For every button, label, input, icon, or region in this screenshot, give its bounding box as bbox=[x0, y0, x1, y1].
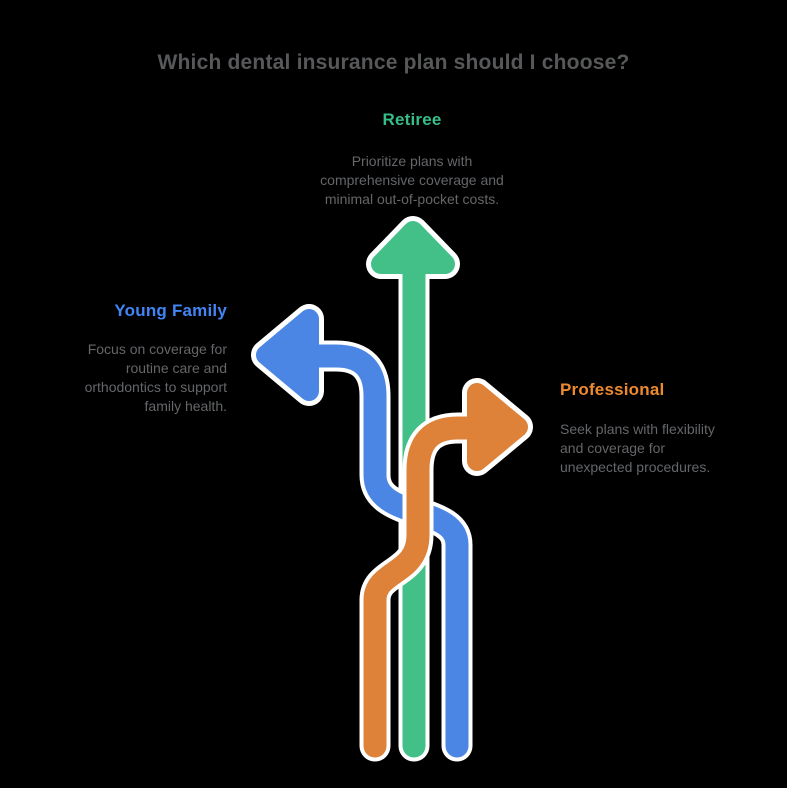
young-family-arrowhead-icon bbox=[256, 309, 319, 401]
retiree-arrowhead-icon bbox=[371, 221, 455, 274]
young-family-arrow-shaft bbox=[300, 344, 469, 758]
retiree-label: Retiree bbox=[382, 110, 442, 129]
page-title: Which dental insurance plan should I cho… bbox=[157, 51, 630, 74]
retiree-description: Prioritize plans with comprehensive cove… bbox=[320, 153, 504, 207]
professional-arrow-shaft bbox=[363, 416, 496, 758]
professional-description: Seek plans with flexibility and coverage… bbox=[560, 421, 715, 475]
professional-arrowhead-icon bbox=[467, 383, 528, 471]
professional-label: Professional bbox=[560, 380, 665, 399]
branch-retiree: Retiree Prioritize plans with comprehens… bbox=[292, 110, 532, 209]
young-family-arrow-left bbox=[251, 304, 473, 762]
professional-arrow-right bbox=[359, 378, 533, 762]
branch-young-family: Young Family Focus on coverage for routi… bbox=[27, 301, 227, 416]
young-family-description: Focus on coverage for routine care and o… bbox=[84, 341, 227, 414]
branch-professional: Professional Seek plans with flexibility… bbox=[560, 380, 770, 477]
young-family-label: Young Family bbox=[114, 301, 227, 320]
